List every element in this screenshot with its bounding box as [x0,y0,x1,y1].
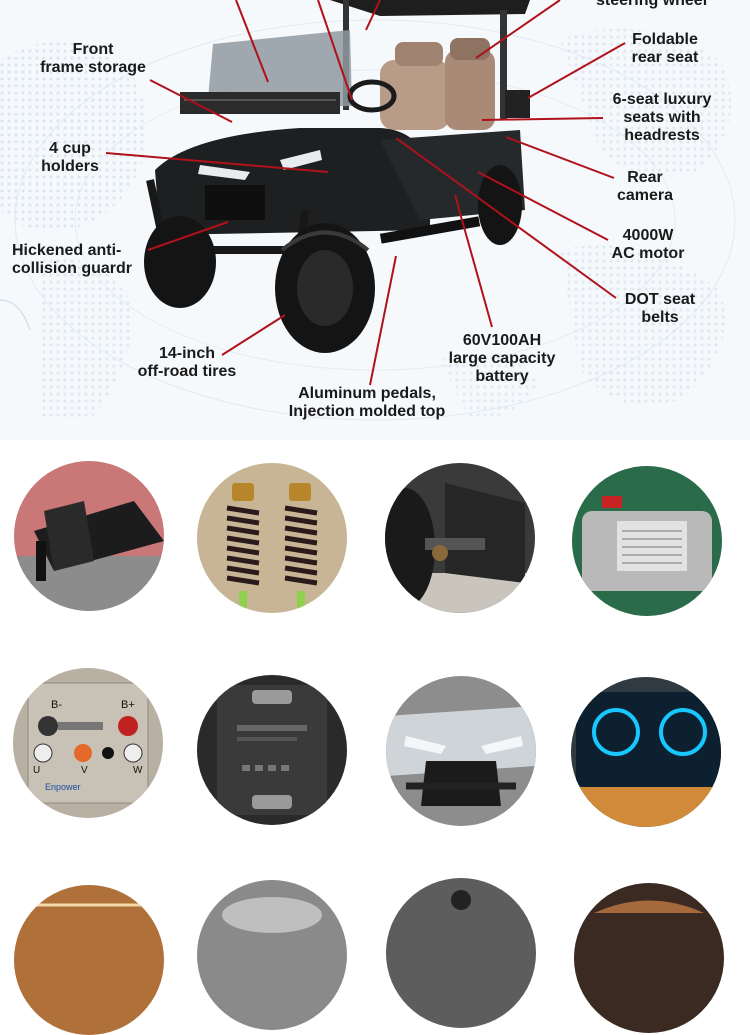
photo-battery [197,675,347,825]
photo-front-grille [386,676,536,826]
label-tires: 14-inch off-road tires [137,345,237,380]
photo-controller-panel: B- B+ U V W Enpower [13,668,163,818]
terminal-b-minus-label: B- [51,699,62,711]
terminal-v-label: V [81,765,88,776]
label-front-frame-storage: Front frame storage [40,41,146,76]
controller-brand: Enpower [45,782,81,792]
headrest-front [395,42,443,66]
photo-ac-motor [572,466,722,616]
label-rear-camera: Rear camera [616,169,674,204]
windshield [207,30,352,110]
label-steering-wheel: steering wheel [596,0,708,9]
photo-suspension-wheel [385,463,535,613]
headlight-left [198,165,250,180]
terminal-b-plus-label: B+ [121,699,135,711]
label-pedals: Aluminum pedals, Injection molded top [288,385,446,420]
leader-lines [105,0,626,386]
photo-shock-absorbers [197,463,347,613]
photo-headrest [574,883,724,1033]
photo-rear-camera [386,878,536,1028]
label-ac-motor: 4000W AC motor [611,227,685,262]
label-collision-guard: Hickened anti- collision guardr [12,242,133,277]
terminal-u-label: U [33,765,40,776]
grille [205,185,265,220]
photo-seat-stitching [14,885,164,1035]
front-left-tire [144,216,216,308]
label-foldable-rear-seat: Foldable rear seat [631,31,699,66]
rear-seat [445,50,495,130]
photo-seat-detail [197,880,347,1030]
photo-dashboard-display [571,677,721,827]
label-6-seat-luxury: 6-seat luxury seats with headrests [612,91,712,144]
photo-rear-seat-frame [14,461,164,611]
label-battery: 60V100AH large capacity battery [448,332,556,385]
front-seat [380,60,450,130]
world-map-background [0,19,736,421]
front-storage-rack [180,92,340,114]
terminal-w-label: W [133,765,143,776]
rear-basket [505,90,530,118]
rear-tire [478,165,522,245]
roof-shape [330,0,530,16]
feature-diagram: steering wheel Front frame storage Folda… [0,0,750,440]
running-board [379,216,481,244]
roof-post-rear [500,10,507,120]
headlight-right [280,150,322,170]
label-dot-seat-belts: DOT seat belts [624,291,696,326]
label-4-cup-holders: 4 cup holders [41,140,99,175]
